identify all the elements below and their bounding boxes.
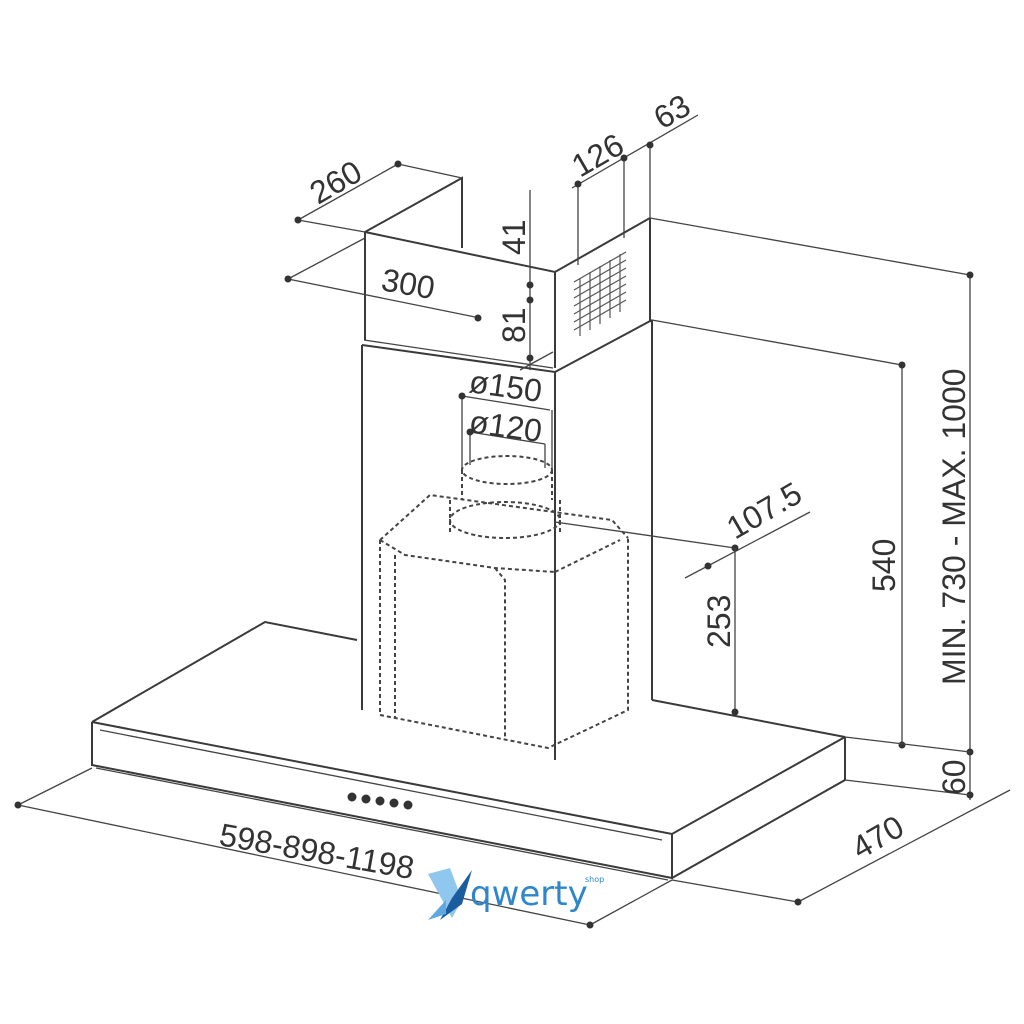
dim-total-height: MIN. 730 - MAX. 1000 [936,368,972,685]
dim-widths: 598-898-1198 [217,816,417,886]
lower-chimney [361,319,653,760]
brand-x-icon [428,868,472,920]
canopy [91,620,846,881]
dim-canopy-depth: 470 [846,808,910,866]
watermark: qwerty shop [428,868,604,920]
upper-chimney [364,176,651,368]
control-buttons [347,792,413,810]
dim-canopy-height: 60 [936,759,972,795]
motor-housing [379,455,629,750]
dim-chimney-depth: 260 [304,153,368,211]
vent-grille [573,251,627,336]
dim-top-section: 41 [496,219,532,255]
dim-chimney-height: 540 [866,539,902,592]
dim-outlet-offset-b: 63 [648,87,697,136]
dimension-labels: 260 300 126 63 41 81 ø150 ø120 107.5 253… [217,87,972,886]
watermark-brand: qwerty [470,874,588,914]
dim-motor-height: 253 [701,595,737,648]
dimension-lines [14,114,1011,929]
dim-outlet-offset-a: 126 [566,126,630,184]
dim-motor-offset: 107.5 [721,475,808,546]
dim-upper-section: 81 [496,307,532,343]
dim-outlet-small: ø120 [467,403,544,449]
dim-outlet-large: ø150 [467,363,544,409]
watermark-suffix: shop [585,875,604,884]
